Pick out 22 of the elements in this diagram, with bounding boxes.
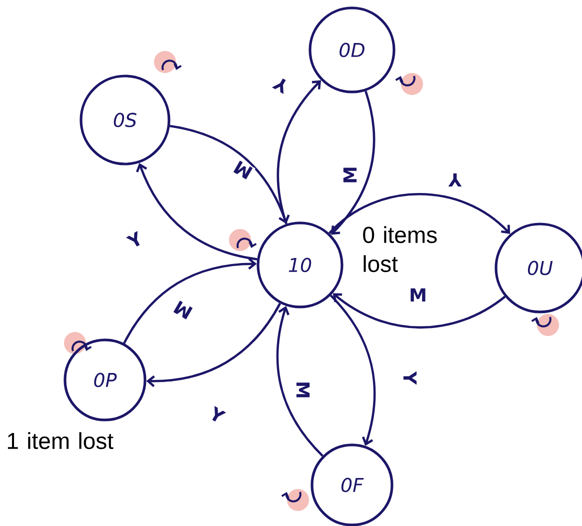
edge-label: Y <box>447 172 463 188</box>
edge-label: Y <box>270 74 292 96</box>
state-caption: 0 items lost <box>363 226 437 272</box>
edge-label: M <box>408 287 428 303</box>
transition-arrow <box>330 294 376 446</box>
edge-label: Y <box>124 230 146 250</box>
edge-label: M <box>170 298 196 322</box>
state-caption: 1 item lost <box>8 432 114 450</box>
transition-arrow <box>330 90 376 235</box>
edge-label: Y <box>402 370 418 386</box>
edge-label: M <box>342 165 358 185</box>
edge-label: M <box>230 158 256 182</box>
transition-arrow <box>328 193 510 234</box>
edge-label: M <box>295 380 311 400</box>
transition-arrow <box>276 80 322 224</box>
edge-label: Y <box>206 404 228 426</box>
transition-arrow <box>170 124 290 224</box>
transition-arrow <box>276 306 324 457</box>
transition-arrow <box>146 302 282 388</box>
transition-arrow <box>123 258 257 344</box>
transition-arrow <box>136 162 258 260</box>
transition-arrow <box>332 293 506 329</box>
